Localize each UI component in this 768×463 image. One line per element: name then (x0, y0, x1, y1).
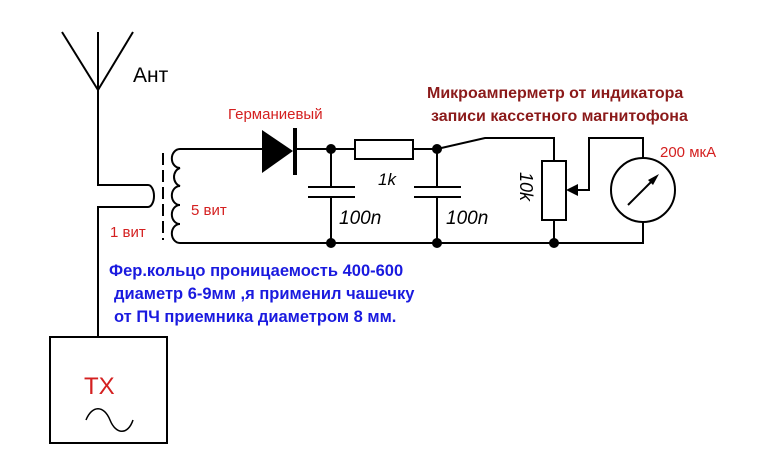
primary-turns-label: 1 вит (110, 224, 146, 241)
secondary-coil (170, 148, 185, 244)
cap1-label: 100n (339, 208, 381, 229)
note-line1: Фер.кольцо проницаемость 400-600 (109, 262, 403, 280)
tx-box (49, 336, 168, 444)
note-line3: от ПЧ приемника диаметром 8 мм. (114, 308, 396, 326)
sine-icon (85, 408, 134, 432)
diode-label: Германиевый (228, 106, 323, 123)
diode-symbol (262, 130, 293, 173)
wiper-arrow (566, 184, 578, 196)
cap2 (414, 149, 461, 243)
meter-range-label: 200 мкА (660, 144, 716, 161)
secondary-turns-label: 5 вит (191, 202, 227, 219)
title-line2: записи кассетного магнитофона (431, 108, 688, 125)
diode-bar (293, 128, 297, 175)
junctions (326, 144, 559, 248)
resistor-label: 1k (378, 170, 397, 189)
wiper-wire (576, 137, 644, 191)
resistor-1k (354, 139, 414, 160)
antenna-symbol (61, 31, 134, 92)
title-line1: Микроамперметр от индикатора (427, 85, 683, 102)
needle-arrow (648, 174, 659, 185)
cap2-label: 100n (446, 208, 488, 229)
top-wire (185, 137, 555, 161)
potentiometer-10k (541, 160, 567, 221)
microammeter (610, 157, 676, 223)
pot-label: 10k (516, 172, 536, 202)
tx-label: TX (84, 373, 115, 400)
antenna-label: Ант (133, 64, 169, 87)
primary-winding-wire (97, 90, 155, 337)
cap1 (308, 149, 355, 243)
bottom-wire (185, 222, 644, 244)
note-line2: диаметр 6-9мм ,я применил чашечку (114, 285, 415, 303)
